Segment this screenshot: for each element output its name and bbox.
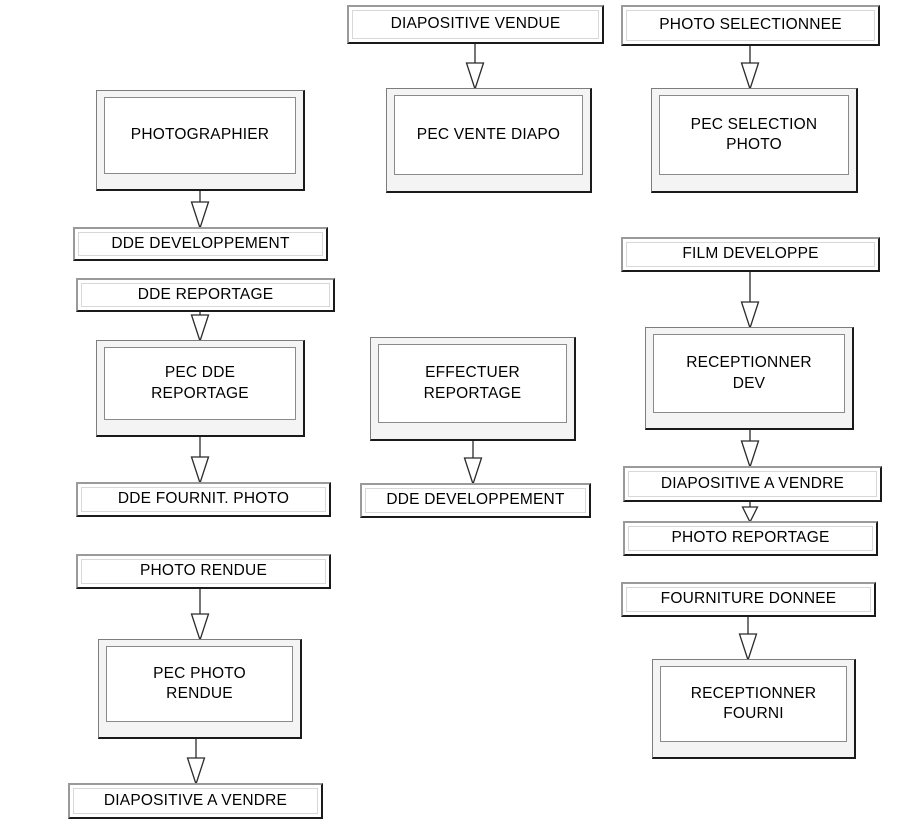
node-label: DIAPOSITIVE VENDUE	[390, 15, 561, 33]
connector-arrow	[190, 312, 210, 344]
event-node-inner: PHOTO SELECTIONNEE	[626, 10, 875, 41]
node-label: DDE REPORTAGE	[137, 285, 274, 303]
node-label: DDE FOURNIT. PHOTO	[117, 490, 290, 508]
process-node-receptionner-fourni[interactable]: RECEPTIONNER FOURNI	[652, 659, 856, 759]
event-node-inner: FOURNITURE DONNEE	[626, 587, 871, 612]
node-label: FOURNITURE DONNEE	[660, 590, 837, 608]
event-node-inner: DIAPOSITIVE A VENDRE	[628, 471, 877, 497]
node-label: PHOTO REPORTAGE	[671, 529, 830, 547]
event-node-dde-reportage[interactable]: DDE REPORTAGE	[76, 278, 335, 312]
process-node-pec-photo-rendue[interactable]: PEC PHOTO RENDUE	[98, 639, 302, 739]
event-node-inner: DIAPOSITIVE A VENDRE	[73, 788, 318, 814]
process-node-inner: PEC SELECTION PHOTO	[659, 95, 849, 175]
node-label: EFFECTUER REPORTAGE	[423, 364, 522, 402]
connector-arrow	[190, 191, 210, 231]
arrowhead-icon	[738, 633, 758, 663]
node-label: DDE DEVELOPPEMENT	[111, 234, 290, 252]
process-node-photographier[interactable]: PHOTOGRAPHIER	[96, 90, 305, 191]
event-node-diapositive-a-vendre[interactable]: DIAPOSITIVE A VENDRE	[68, 783, 323, 819]
arrowhead-icon	[465, 62, 485, 92]
node-label: DIAPOSITIVE A VENDRE	[103, 791, 288, 809]
node-label: RECEPTIONNER FOURNI	[690, 684, 817, 722]
connector-arrow	[465, 44, 485, 92]
process-node-pec-vente-diapo[interactable]: PEC VENTE DIAPO	[386, 88, 592, 193]
node-label: PEC DDE REPORTAGE	[151, 364, 249, 402]
arrowhead-icon	[740, 301, 760, 331]
arrowhead-icon	[186, 757, 206, 787]
event-node-photo-rendue[interactable]: PHOTO RENDUE	[76, 554, 331, 589]
arrowhead-icon	[190, 201, 210, 231]
event-node-inner: FILM DEVELOPPE	[626, 242, 875, 267]
node-label: PHOTO SELECTIONNEE	[659, 16, 842, 34]
connector-arrow	[186, 739, 206, 787]
event-node-dde-developpement[interactable]: DDE DEVELOPPEMENT	[73, 227, 328, 261]
connector-arrow	[741, 502, 759, 524]
event-node-photo-selectionnee[interactable]: PHOTO SELECTIONNEE	[621, 5, 880, 46]
connector-arrow	[740, 46, 760, 92]
process-node-inner: RECEPTIONNER FOURNI	[660, 666, 847, 742]
event-node-inner: DDE DEVELOPPEMENT	[365, 488, 586, 513]
arrowhead-icon	[190, 314, 210, 344]
node-label: RECEPTIONNER DEV	[686, 354, 812, 392]
event-node-dde-fournit-photo[interactable]: DDE FOURNIT. PHOTO	[76, 482, 331, 517]
connector-arrow	[190, 437, 210, 486]
event-node-inner: DDE REPORTAGE	[81, 283, 330, 307]
node-label: PEC SELECTION PHOTO	[690, 115, 818, 153]
arrowhead-icon	[740, 62, 760, 92]
event-node-diapositive-vendue[interactable]: DIAPOSITIVE VENDUE	[347, 5, 604, 44]
node-label: DIAPOSITIVE A VENDRE	[660, 474, 845, 492]
connector-arrow	[740, 430, 760, 470]
connector-arrow	[740, 272, 760, 331]
event-node-inner: DDE FOURNIT. PHOTO	[81, 487, 326, 512]
process-node-inner: PEC VENTE DIAPO	[394, 95, 583, 175]
process-node-inner: EFFECTUER REPORTAGE	[378, 344, 567, 423]
process-node-effectuer-reportage[interactable]: EFFECTUER REPORTAGE	[370, 337, 576, 441]
arrowhead-icon	[190, 456, 210, 486]
arrowhead-icon	[740, 440, 760, 470]
arrowhead-icon	[741, 506, 759, 524]
node-label: FILM DEVELOPPE	[682, 245, 819, 263]
event-node-inner: PHOTO REPORTAGE	[628, 526, 873, 551]
event-node-dde-developpement[interactable]: DDE DEVELOPPEMENT	[360, 483, 591, 518]
node-label: PHOTO RENDUE	[140, 562, 267, 580]
event-node-inner: DDE DEVELOPPEMENT	[78, 232, 323, 256]
event-node-fourniture-donnee[interactable]: FOURNITURE DONNEE	[621, 582, 876, 617]
node-label: PEC PHOTO RENDUE	[153, 664, 246, 702]
node-label: DDE DEVELOPPEMENT	[386, 491, 565, 509]
node-label: PHOTOGRAPHIER	[130, 126, 270, 144]
arrowhead-icon	[190, 613, 210, 643]
process-node-pec-selection-photo[interactable]: PEC SELECTION PHOTO	[651, 88, 858, 193]
process-node-inner: PEC DDE REPORTAGE	[104, 347, 296, 420]
arrowhead-icon	[463, 457, 483, 487]
event-node-inner: DIAPOSITIVE VENDUE	[352, 10, 599, 39]
process-node-receptionner-dev[interactable]: RECEPTIONNER DEV	[645, 327, 854, 430]
node-label: PEC VENTE DIAPO	[416, 125, 561, 143]
process-node-inner: PHOTOGRAPHIER	[104, 97, 296, 174]
event-node-inner: PHOTO RENDUE	[81, 559, 326, 584]
connector-arrow	[738, 617, 758, 663]
connector-arrow	[463, 441, 483, 487]
process-node-inner: PEC PHOTO RENDUE	[106, 646, 293, 722]
event-node-diapositive-a-vendre[interactable]: DIAPOSITIVE A VENDRE	[623, 466, 882, 502]
event-node-film-developpe[interactable]: FILM DEVELOPPE	[621, 237, 880, 272]
connector-arrow	[190, 589, 210, 643]
process-node-inner: RECEPTIONNER DEV	[653, 334, 845, 413]
event-node-photo-reportage[interactable]: PHOTO REPORTAGE	[623, 521, 878, 556]
process-node-pec-dde-reportage[interactable]: PEC DDE REPORTAGE	[96, 340, 305, 437]
